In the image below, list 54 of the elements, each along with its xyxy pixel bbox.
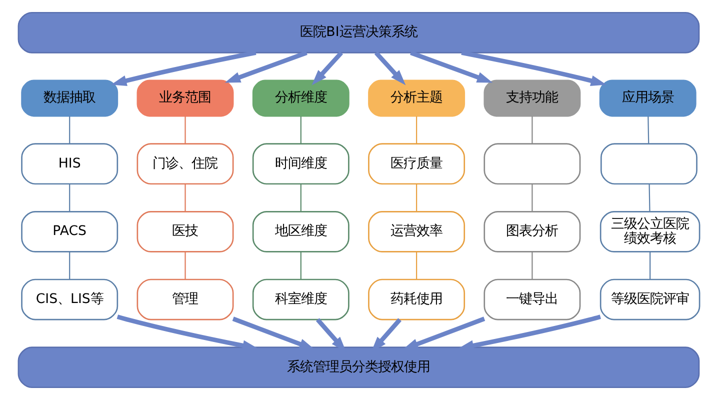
- arrow: [410, 50, 492, 83]
- node-box: 门诊、住院: [136, 143, 234, 185]
- node-box: 药耗使用: [368, 278, 465, 320]
- connector: [416, 116, 417, 144]
- node-box: HIS: [20, 143, 118, 185]
- connector: [300, 252, 301, 280]
- arrow: [116, 314, 258, 351]
- connector: [416, 184, 417, 212]
- connector: [531, 116, 532, 144]
- node-box: [483, 143, 580, 185]
- node-box: 分析维度: [252, 80, 349, 117]
- node-box: PACS: [20, 211, 118, 252]
- node-box: 医疗质量: [368, 143, 465, 185]
- connector: [184, 116, 186, 144]
- connector: [68, 184, 70, 212]
- node-box: 系统管理员分类授权使用: [17, 346, 700, 388]
- node-box: 三级公立医院绩效考核: [599, 211, 700, 252]
- connector: [647, 116, 649, 144]
- connector: [184, 184, 186, 212]
- node-box: 业务范围: [136, 80, 234, 117]
- arrow: [311, 51, 343, 86]
- arrow: [402, 316, 485, 350]
- node-box: 地区维度: [252, 211, 349, 252]
- connector: [531, 184, 532, 212]
- connector: [68, 252, 70, 280]
- connector: [184, 252, 186, 280]
- connector: [68, 116, 70, 144]
- node-box: 时间维度: [252, 143, 349, 185]
- node-box: 管理: [136, 278, 234, 320]
- node-box: 分析主题: [368, 80, 465, 117]
- connector: [300, 116, 301, 144]
- node-box: 科室维度: [252, 278, 349, 320]
- node-box: 等级医院评审: [599, 278, 700, 320]
- arrow: [232, 316, 314, 350]
- node-box: CIS、LIS等: [20, 278, 118, 320]
- node-box: 运营效率: [368, 211, 465, 252]
- node-box: 数据抽取: [20, 80, 118, 117]
- arrow: [224, 50, 307, 83]
- connector: [531, 252, 532, 280]
- arrow: [374, 51, 406, 86]
- connector: [416, 252, 417, 280]
- connector: [300, 184, 301, 212]
- node-box: 支持功能: [483, 80, 580, 117]
- connector: [649, 252, 650, 280]
- node-box: 一键导出: [483, 278, 580, 320]
- connector: [648, 184, 650, 212]
- node-box: 图表分析: [483, 211, 580, 252]
- node-box: 医院BI运营决策系统: [17, 12, 700, 54]
- arrow: [110, 50, 256, 86]
- arrow: [460, 50, 606, 86]
- arrow: [458, 314, 600, 351]
- node-box: 医技: [136, 211, 234, 252]
- node-box: 应用场景: [598, 80, 696, 117]
- node-box: [600, 143, 697, 185]
